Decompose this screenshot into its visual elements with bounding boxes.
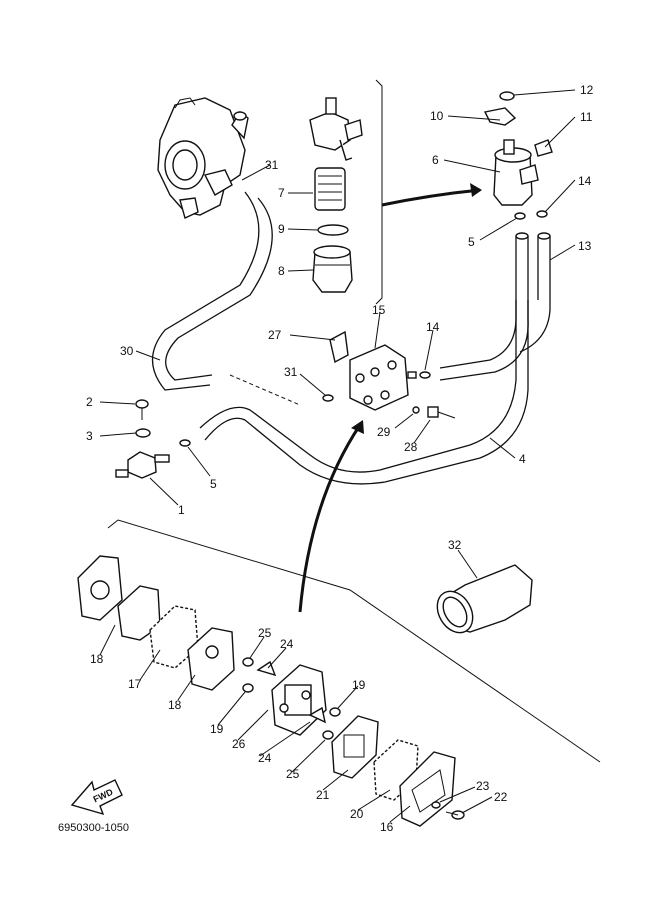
callout-10: 10 — [430, 109, 444, 123]
callout-5-left: 5 — [210, 477, 217, 491]
callout-24-bottom: 24 — [258, 751, 272, 765]
diaphragm-17-illustration — [149, 605, 199, 669]
callout-23: 23 — [476, 779, 490, 793]
fuel-filter-assembly-illustration — [483, 91, 553, 206]
screw-2-illustration — [135, 399, 149, 420]
assembly-arrow — [381, 188, 481, 207]
sleeve-32-illustration — [436, 564, 533, 634]
clip-illustration — [536, 210, 548, 218]
fuel-hose-4-illustration — [199, 300, 529, 485]
washer-3-illustration — [135, 428, 151, 438]
clip-14-illustration — [419, 371, 431, 379]
clip-31-illustration — [322, 394, 334, 402]
filter-cup-illustration — [312, 245, 353, 293]
valve-25-illustration — [242, 657, 254, 667]
exploded-leader-lines — [99, 549, 493, 823]
washer-23-illustration — [431, 801, 441, 809]
pump-arrow-head — [351, 420, 364, 434]
callout-31-top: 31 — [265, 158, 279, 172]
callout-15: 15 — [372, 303, 386, 317]
washer-19b-illustration — [329, 707, 341, 717]
carburetor-illustration — [157, 97, 249, 219]
callout-18-mid: 18 — [168, 698, 182, 712]
callout-1: 1 — [178, 503, 185, 517]
pump-arrow — [298, 424, 362, 613]
callout-9: 9 — [278, 222, 285, 236]
callout-14-top: 14 — [578, 174, 592, 188]
callout-24-top: 24 — [280, 637, 294, 651]
callout-8: 8 — [278, 264, 285, 278]
callout-7: 7 — [278, 186, 285, 200]
callout-11: 11 — [580, 110, 593, 124]
gasket-18-illustration — [77, 555, 123, 621]
callout-20: 20 — [350, 807, 364, 821]
callout-25-top: 25 — [258, 626, 272, 640]
leader-lines — [99, 89, 576, 506]
screw-22-illustration — [445, 810, 465, 820]
callout-31-mid: 31 — [284, 365, 298, 379]
fuel-filter-cap-illustration — [309, 97, 363, 161]
callout-26: 26 — [232, 737, 246, 751]
callout-14-mid: 14 — [426, 320, 440, 334]
callout-19-right: 19 — [352, 678, 366, 692]
bolt-28-illustration — [427, 406, 456, 419]
gasket-18c-illustration — [187, 627, 235, 691]
callout-25-bottom: 25 — [286, 767, 300, 781]
valve-24b-illustration — [308, 706, 326, 724]
valve-25b-illustration — [322, 730, 334, 740]
valve-24-illustration — [256, 660, 277, 677]
fwd-arrow-icon: FWD — [70, 779, 123, 816]
callout-30: 30 — [120, 344, 134, 358]
clip-illustration — [514, 212, 526, 220]
fuel-hose-13-illustration — [439, 232, 551, 381]
washer-29-illustration — [412, 406, 420, 414]
fuel-filter-element-illustration — [314, 167, 346, 211]
fuel-hose-30-illustration — [152, 191, 301, 406]
callout-2: 2 — [86, 395, 93, 409]
fuel-joint-1-illustration — [115, 451, 170, 479]
exploded-view-bracket — [107, 519, 601, 763]
callout-5-top: 5 — [468, 235, 475, 249]
callout-17: 17 — [128, 677, 142, 691]
callout-4: 4 — [519, 452, 526, 466]
bracket-line — [375, 79, 383, 305]
fuel-pump-assembly-illustration — [329, 330, 409, 411]
washer-19-illustration — [242, 683, 254, 693]
callout-16: 16 — [380, 820, 394, 834]
cover-16-illustration — [399, 751, 456, 827]
arrow-head — [470, 183, 482, 197]
callout-28: 28 — [404, 440, 418, 454]
callout-21: 21 — [316, 788, 330, 802]
callout-22: 22 — [494, 790, 508, 804]
callout-27: 27 — [268, 328, 282, 342]
callout-19-left: 19 — [210, 722, 224, 736]
callout-29: 29 — [377, 425, 391, 439]
callout-6: 6 — [432, 153, 439, 167]
diagram-code: 6950300-1050 — [58, 822, 129, 834]
callout-13: 13 — [578, 239, 592, 253]
callout-12: 12 — [580, 83, 594, 97]
pump-body-26-illustration — [271, 664, 327, 736]
gasket-21-illustration — [331, 715, 379, 779]
callout-18-left: 18 — [90, 652, 104, 666]
clip-5-illustration — [179, 439, 191, 447]
hose-fitting-illustration — [407, 371, 417, 379]
callout-32: 32 — [448, 538, 462, 552]
callout-3: 3 — [86, 429, 93, 443]
callout-labels: 12 10 11 31 6 14 7 9 5 13 8 15 27 14 30 … — [86, 83, 594, 834]
o-ring-illustration — [317, 224, 349, 236]
